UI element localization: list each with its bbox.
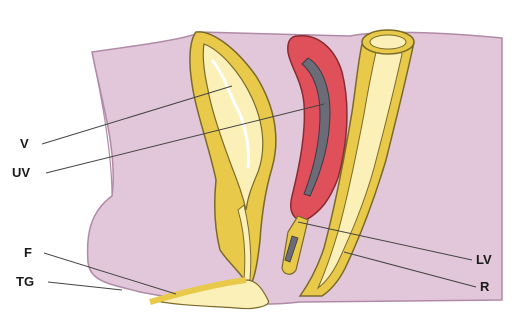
label-uv: UV (12, 165, 30, 180)
label-v: V (20, 136, 29, 151)
label-tg: TG (16, 274, 34, 289)
label-r: R (480, 279, 490, 294)
label-f: F (24, 245, 32, 260)
label-lv: LV (476, 252, 492, 267)
rectum-opening-inner (370, 35, 406, 49)
